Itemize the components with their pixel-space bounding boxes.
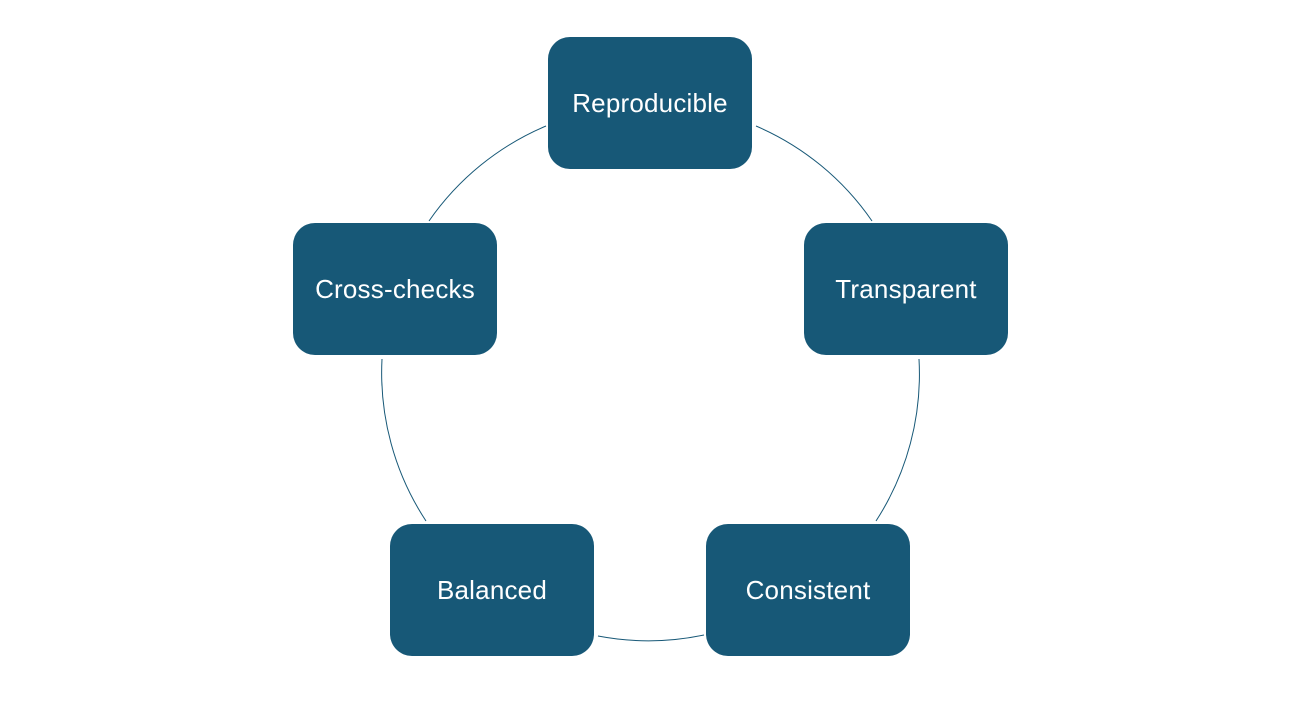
- node-cross-checks: Cross-checks: [293, 223, 497, 355]
- node-label: Balanced: [436, 574, 548, 605]
- node-transparent: Transparent: [804, 223, 1008, 355]
- connector-crosschecks-reproducible: [428, 125, 547, 222]
- connector-reproducible-transparent: [755, 125, 873, 222]
- connector-consistent-balanced: [597, 634, 705, 642]
- node-label: Reproducible: [572, 87, 728, 118]
- node-label: Consistent: [745, 574, 871, 605]
- node-consistent: Consistent: [706, 524, 910, 656]
- node-label: Transparent: [835, 273, 977, 304]
- connector-balanced-crosschecks: [381, 358, 427, 522]
- node-label: Cross-checks: [315, 273, 475, 304]
- node-reproducible: Reproducible: [548, 37, 752, 169]
- connector-transparent-consistent: [875, 358, 920, 522]
- node-balanced: Balanced: [390, 524, 594, 656]
